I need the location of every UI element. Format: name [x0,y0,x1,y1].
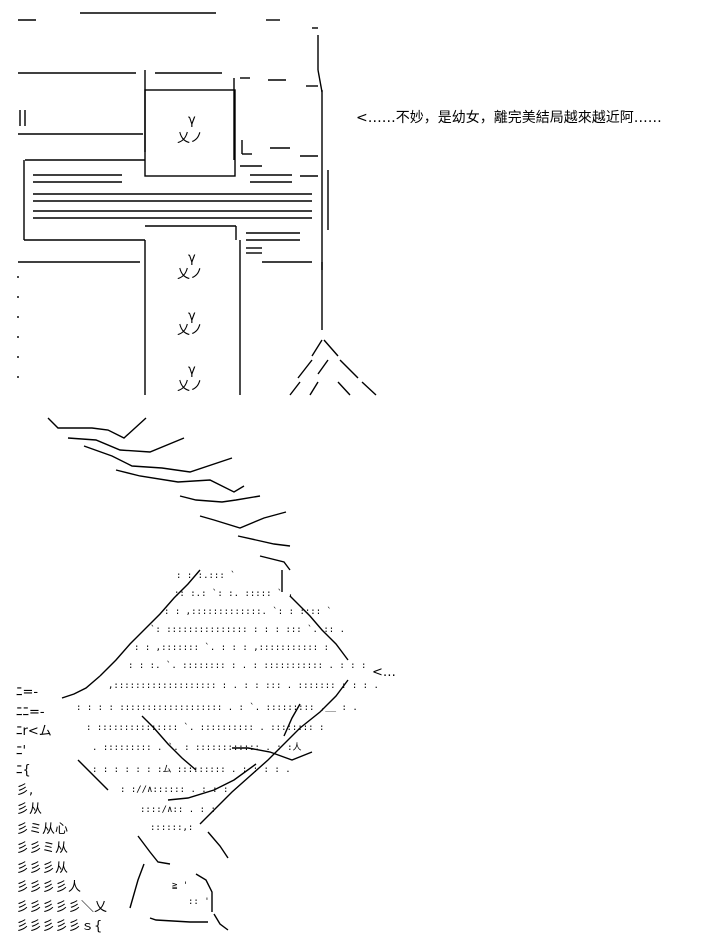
side-line: 彡彡彡彡彡ｓ{ [16,919,103,934]
side-line: ﾆr<ム [16,724,52,739]
svg-text:: : ,:::::::::::::. `: : ::::: : : ,:::::::::::::. `: : :::: ` [164,606,332,617]
bottom-panel-hair [47,417,291,592]
svg-text:≧ ': ≧ ' [172,881,188,891]
face-glyph-1: γ [188,113,196,128]
side-text-block: ﾆ=- ﾆﾆ=- ﾆr<ム ﾆ' ﾆ{ 彡, 彡从 彡ミ从心 彡彡ミ从 彡彡彡从… [16,683,107,937]
dialogue-text: <……不妙，是幼女，離完美結局越來越近阿…… [356,110,662,126]
bottom-panel-shading: : : :.::: ` :: :.: `: :. ::::: ` , : : ,… [76,570,379,907]
svg-text:: ::::::::::::::: `. :::::::::: : ::::::::::::::: `. :::::::::: . ::::::… [86,722,324,733]
svg-text:::::/∧:: . : :: ::::/∧:: . : : [140,805,216,815]
svg-text::: :.: `: :. ::::: ` ,: :: :.: `: :. ::::: ` , [174,588,293,599]
svg-text:::::::,:: ::::::,: [150,823,193,833]
svg-text:: ://∧:::::: . : : :: : ://∧:::::: . : : : [120,785,228,795]
face-glyph-6: 乂ノ [177,323,203,338]
svg-text:. ::::::::: . `. : :::::::::::: . ::::::::: . `. : :::::::::::: . : :人 [92,742,301,753]
top-panel-lower-windows [17,170,377,396]
face-glyph-2: 乂ノ [177,131,203,146]
face-glyph-4: 乂ノ [177,267,203,282]
sfx-text: <… [372,665,396,680]
svg-text:: : : : : : :ム ::::::::: . : :: : : : : : : :ム ::::::::: . : : : : . [92,764,291,775]
side-line: 彡彡ミ从 [16,841,69,856]
svg-text:: : ,::::::: `. : : : ,:::::::: : : ,::::::: `. : : : ,::::::::::: : [134,642,329,653]
side-line: 彡从 [16,802,43,817]
side-line: 彡彡彡彡人 [16,880,82,895]
side-line: ﾆ' [16,743,27,759]
side-line: 彡彡彡从 [16,860,69,876]
svg-text:`: ::::::::::::::: : : : ::: `: `: ::::::::::::::: : : : ::: `. :: . [150,624,345,635]
svg-text::: ': :: ' [188,897,210,907]
svg-text:: : :. `. :::::::: : . : :::::: : : :. `. :::::::: : . : ::::::::::: . :… [128,660,366,671]
top-panel-faces: γ 乂ノ γ 乂ノ γ 乂ノ γ 乂ノ [177,113,203,394]
side-line: ﾆﾆ=- [16,704,45,720]
face-glyph-3: γ [188,251,196,266]
bottom-panel-body [61,569,349,931]
top-panel-building [18,12,323,330]
svg-text:: : :.::: `: : : :.::: ` [176,570,236,581]
side-line: ﾆ{ [16,763,31,778]
side-line: 彡ミ从心 [16,821,69,837]
face-glyph-7: γ [188,363,196,378]
side-line: 彡, [16,782,34,798]
face-glyph-8: 乂ノ [177,379,203,394]
face-glyph-5: γ [188,309,196,324]
side-line: ﾆ=- [16,685,39,700]
top-panel-stripes [33,174,312,254]
svg-text:,::::::::::::::::::: : . : : :: ,::::::::::::::::::: : . : : ::: . :::::… [108,681,379,691]
side-line: 彡彡彡彡彡＼乂 [16,899,108,915]
svg-text:: : : : ::::::::::::::::::: .: : : : : ::::::::::::::::::: . : `. :::::… [76,702,358,713]
